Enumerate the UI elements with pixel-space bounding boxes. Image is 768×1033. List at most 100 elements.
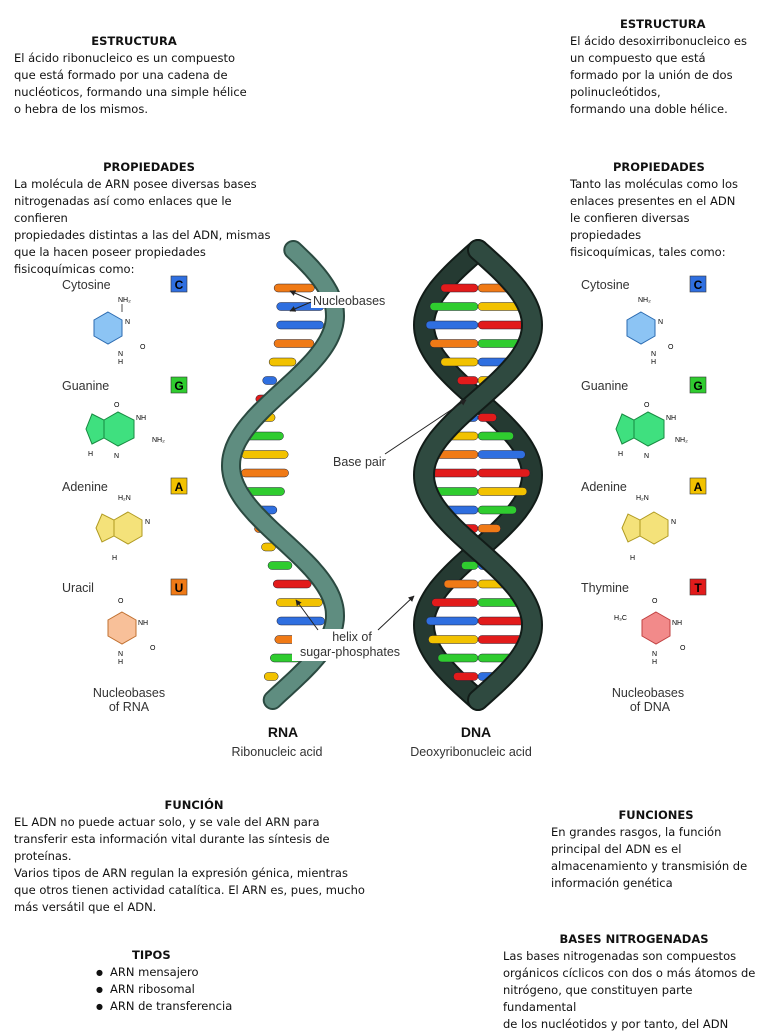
rna-subtitle: Ribonucleic acid bbox=[231, 745, 322, 759]
svg-text:N: N bbox=[125, 319, 130, 326]
rna-letter-box-cytosine: C bbox=[170, 275, 188, 293]
svg-text:H₃C: H₃C bbox=[614, 615, 627, 622]
svg-text:NH: NH bbox=[136, 415, 146, 422]
svg-text:N: N bbox=[114, 453, 119, 460]
dna-base-pair-rung-right bbox=[477, 468, 531, 478]
svg-text:N: N bbox=[658, 319, 663, 326]
svg-text:NH₂: NH₂ bbox=[638, 297, 651, 304]
dna-adenine-molecule: H₂N N H bbox=[621, 495, 676, 562]
functions-section: FUNCIONES En grandes rasgos, la función … bbox=[551, 807, 761, 892]
svg-text:N: N bbox=[671, 519, 676, 526]
rna-legend-caption-line2: of RNA bbox=[109, 700, 150, 714]
rna-letter-box-uracil: U bbox=[170, 578, 188, 596]
helix-callout-label-line2: sugar-phosphates bbox=[300, 645, 400, 659]
svg-text:O: O bbox=[140, 344, 146, 351]
dna-base-pair-rung-left bbox=[425, 616, 479, 626]
dna-legend-name-adenine: Adenine bbox=[581, 480, 627, 494]
svg-text:O: O bbox=[114, 402, 120, 409]
rna-structure-section: ESTRUCTURA El ácido ribonucleico es un c… bbox=[14, 33, 254, 118]
dna-legend-caption-line1: Nucleobases bbox=[612, 686, 684, 700]
rna-letter-box-adenine: A bbox=[170, 477, 188, 495]
svg-text:A: A bbox=[175, 480, 184, 494]
rna-properties-title: PROPIEDADES bbox=[103, 160, 195, 174]
svg-text:NH: NH bbox=[138, 620, 148, 627]
dna-letter-box-thymine: T bbox=[689, 578, 707, 596]
dna-structure-section: ESTRUCTURA El ácido desoxirribonucleico … bbox=[570, 16, 760, 118]
dna-base-pair-rung-left bbox=[428, 635, 479, 644]
svg-text:O: O bbox=[652, 598, 658, 605]
rna-letter-box-guanine: G bbox=[170, 376, 188, 394]
types-item-mensajero: ARN mensajero bbox=[96, 964, 282, 981]
svg-text:N: N bbox=[118, 651, 123, 658]
rna-nucleobase-rung bbox=[276, 320, 324, 330]
dna-base-pair-rung-left bbox=[425, 320, 479, 330]
rna-nucleobase-rung bbox=[273, 339, 315, 348]
rna-legend-name-adenine: Adenine bbox=[62, 480, 108, 494]
helix-callout-label-line1: helix of bbox=[332, 630, 372, 644]
svg-text:O: O bbox=[150, 645, 156, 652]
helix-arrow-left bbox=[295, 599, 319, 631]
rna-nucleobase-rung bbox=[262, 376, 277, 385]
rna-cytosine-molecule: NH₂ N N H O bbox=[93, 297, 146, 366]
dna-base-pair-rung-right bbox=[477, 450, 526, 459]
rna-nucleobase-rung bbox=[267, 561, 293, 570]
svg-text:H: H bbox=[651, 359, 656, 366]
dna-base-pair-rung-left bbox=[461, 561, 479, 570]
rna-nucleobase-rung bbox=[272, 579, 312, 589]
dna-properties-text: Tanto las moléculas como los enlaces pre… bbox=[570, 177, 739, 259]
svg-text:H: H bbox=[118, 359, 123, 366]
functions-title: FUNCIONES bbox=[618, 808, 694, 822]
dna-guanine-molecule: O NH NH₂ N H bbox=[615, 402, 688, 460]
dna-base-pair-rung-left bbox=[443, 579, 479, 589]
rna-nucleobase-rung bbox=[263, 672, 279, 681]
svg-text:G: G bbox=[693, 379, 702, 393]
dna-subtitle: Deoxyribonucleic acid bbox=[410, 745, 532, 759]
rna-guanine-molecule: O NH NH₂ N H bbox=[85, 402, 165, 460]
rna-nucleobase-rung bbox=[240, 468, 289, 478]
dna-legend-name-cytosine: Cytosine bbox=[581, 278, 630, 292]
helix-arrow-right bbox=[377, 595, 415, 631]
rna-legend-name-uracil: Uracil bbox=[62, 581, 94, 595]
svg-text:C: C bbox=[175, 278, 184, 292]
nucleobases-callout-label: Nucleobases bbox=[313, 294, 385, 308]
rna-nucleobase-rung bbox=[268, 357, 297, 367]
rna-nucleobase-rung bbox=[276, 616, 325, 626]
functions-text: En grandes rasgos, la función principal … bbox=[551, 825, 748, 890]
rna-uracil-molecule: O NH O N H bbox=[107, 598, 156, 666]
svg-text:G: G bbox=[174, 379, 183, 393]
svg-text:O: O bbox=[680, 645, 686, 652]
dna-base-pair-rung-left bbox=[440, 283, 479, 293]
types-item-ribosomal: ARN ribosomal bbox=[96, 981, 282, 998]
function-section: FUNCIÓN EL ADN no puede actuar solo, y s… bbox=[14, 797, 374, 916]
dna-base-pair-rung-left bbox=[440, 357, 479, 367]
svg-text:H₂N: H₂N bbox=[636, 495, 649, 502]
types-list: ARN mensajero ARN ribosomal ARN de trans… bbox=[82, 964, 282, 1015]
nucleobases-arrow-bottom bbox=[289, 301, 312, 312]
svg-text:N: N bbox=[652, 651, 657, 658]
dna-structure-title: ESTRUCTURA bbox=[620, 17, 706, 31]
dna-base-pair-rung-right bbox=[477, 487, 528, 496]
dna-legend-name-guanine: Guanine bbox=[581, 379, 628, 393]
svg-text:T: T bbox=[694, 581, 702, 595]
rna-helix bbox=[220, 240, 346, 710]
rna-properties-section: PROPIEDADES La molécula de ARN posee div… bbox=[14, 159, 284, 278]
rna-structure-title: ESTRUCTURA bbox=[91, 34, 177, 48]
svg-text:N: N bbox=[644, 453, 649, 460]
dna-letter-box-guanine: G bbox=[689, 376, 707, 394]
base-pair-arrow bbox=[384, 399, 467, 455]
base-pair-callout-label: Base pair bbox=[333, 455, 386, 469]
dna-base-pair-rung-left bbox=[453, 672, 479, 681]
svg-text:N: N bbox=[651, 351, 656, 358]
rna-legend-caption-line1: Nucleobases bbox=[93, 686, 165, 700]
svg-text:H: H bbox=[630, 555, 635, 562]
dna-backbone-back bbox=[414, 241, 542, 709]
svg-text:A: A bbox=[694, 480, 703, 494]
dna-base-pair-rung-left bbox=[429, 339, 479, 348]
dna-base-pair-rung-right bbox=[477, 524, 501, 533]
function-text: EL ADN no puede actuar solo, y se vale d… bbox=[14, 815, 365, 914]
dna-title: DNA bbox=[461, 724, 491, 740]
svg-text:H: H bbox=[652, 659, 657, 666]
svg-text:NH: NH bbox=[666, 415, 676, 422]
nucleobases-arrow-top bbox=[289, 290, 312, 301]
dna-base-pair-rung-right bbox=[477, 431, 514, 441]
